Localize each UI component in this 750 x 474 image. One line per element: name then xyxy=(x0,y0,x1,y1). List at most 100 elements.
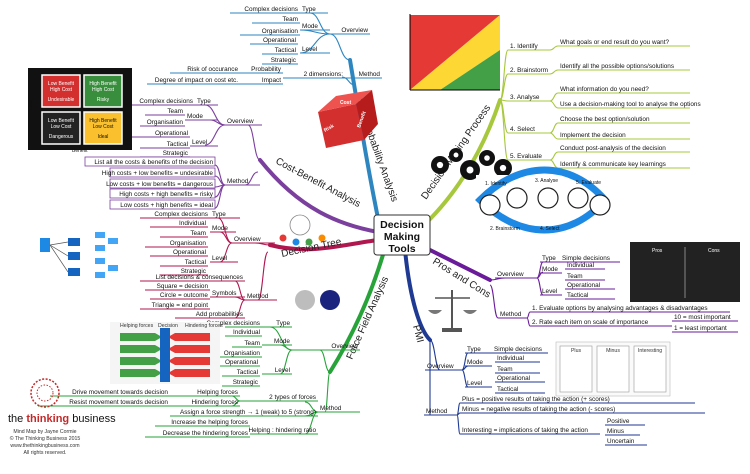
matrix-cell-1-line2: High Cost xyxy=(50,87,73,93)
tree-root-node xyxy=(40,238,50,252)
logo-line-1: Mind Map by Jayne Cormie xyxy=(13,429,76,435)
tree-edge xyxy=(49,241,69,246)
connector xyxy=(456,414,461,435)
dt-type: Type xyxy=(212,211,226,218)
connector xyxy=(257,251,269,301)
pc-method-evaluate: 1. Evaluate options by analysing advanta… xyxy=(532,305,708,312)
ff-level-operational: Operational xyxy=(225,359,258,366)
brainstorm-people-image xyxy=(279,214,326,246)
rp-level: Level xyxy=(302,46,317,53)
balance-scale-image xyxy=(428,290,477,332)
connector xyxy=(549,132,559,140)
rp-mode: Mode xyxy=(302,23,318,30)
matrix-cell-1 xyxy=(41,74,81,108)
force-field-image xyxy=(110,322,220,384)
cb-method-box-5 xyxy=(109,199,216,210)
pmi-type: Type xyxy=(467,346,481,353)
matrix-cell-1-tag: Undesirable xyxy=(48,97,75,103)
tree-edge xyxy=(49,244,69,273)
brain-logo-inner xyxy=(36,384,54,402)
cycle-label-evaluate: 5. Evaluate xyxy=(576,180,601,186)
gears-image xyxy=(431,148,512,180)
ff-helping: Helping forces xyxy=(197,389,238,396)
ff-mode: Mode xyxy=(274,338,290,345)
branch-risk-probability xyxy=(348,58,382,230)
cb-method-box-4 xyxy=(109,188,216,199)
hindering-arrow xyxy=(168,333,210,341)
dice-label-benefit: Benefit xyxy=(356,110,368,128)
dt-symbols: Symbols xyxy=(212,290,237,297)
connector xyxy=(549,45,559,51)
scale-pan-left xyxy=(428,310,442,314)
dice-face-side xyxy=(356,90,378,140)
dt-mode: Mode xyxy=(212,225,228,232)
connector xyxy=(279,349,293,375)
rp-type: Type xyxy=(302,6,316,13)
pros-cons-chalkboard-image xyxy=(630,242,740,302)
pc-mode-individual: Individual xyxy=(567,262,594,269)
pmi-level-tactical: Tactical xyxy=(497,386,518,393)
pmi-level-operational: Operational xyxy=(497,375,530,382)
helping-arrow xyxy=(120,357,162,365)
tree-edge xyxy=(49,244,69,257)
matrix-cell-4-line1: High Benefit xyxy=(89,118,117,124)
dp-step-4: 4. Select xyxy=(510,126,535,133)
cb-method: Method xyxy=(227,178,249,185)
matrix-cell-3-line2: Low Cost xyxy=(51,124,72,130)
tree-node xyxy=(68,252,80,260)
ff-image-hindering-label: Hindering forces xyxy=(185,323,223,329)
push-balls-image xyxy=(295,290,340,310)
cb-method-item-2: High costs + low benefits = undesirable xyxy=(102,170,214,177)
matrix-cell-2 xyxy=(83,74,123,108)
pc-method: Method xyxy=(500,311,522,318)
ff-mode-org: Organisation xyxy=(224,350,261,357)
pmi-overview: Overview xyxy=(427,363,454,370)
dp-step-5-item-2: Identify & communicate key learnings xyxy=(560,161,666,168)
tree-node xyxy=(68,268,80,276)
dice-face-front xyxy=(318,104,364,148)
gear-hole xyxy=(466,166,474,174)
pmi-card-2-label: Minus xyxy=(606,348,620,354)
rp-level-tactical: Tactical xyxy=(275,47,296,54)
matrix-cell-1-line1: Low Benefit xyxy=(48,81,75,87)
ff-type-item: Complex decisions xyxy=(206,320,260,327)
connector xyxy=(429,339,441,371)
connector xyxy=(526,311,531,319)
dp-step-2-item-1: Identify all the possible options/soluti… xyxy=(560,63,674,70)
rp-probability-item: Risk of occurance xyxy=(187,66,238,73)
ff-assign: Assign a force strength → 1 (weak) to 5 … xyxy=(180,409,316,416)
rp-mode-team: Team xyxy=(282,16,298,23)
cb-method-item-1: List all the costs & benefits of the dec… xyxy=(94,159,213,166)
tree-leaf xyxy=(108,265,118,271)
ff-two-types: 2 types of forces xyxy=(269,394,316,401)
connector xyxy=(309,12,331,35)
connector xyxy=(461,365,469,371)
center-title-line1: Decision xyxy=(380,219,424,231)
helping-arrow xyxy=(120,345,162,353)
dp-step-3-item-2: Use a decision-making tool to analyse th… xyxy=(560,101,701,108)
pmi-minus: Minus = negative results of taking the a… xyxy=(462,406,615,413)
rp-level-operational: Operational xyxy=(263,37,296,44)
ff-method: Method xyxy=(320,405,342,412)
pmi-method: Method xyxy=(426,408,448,415)
decision-tree-image xyxy=(40,232,118,278)
hindering-arrow xyxy=(168,357,210,365)
dt-overview: Overview xyxy=(234,236,261,243)
rp-impact-item: Degree of impact on cost etc. xyxy=(155,77,238,84)
dt-level-tactical: Tactical xyxy=(185,259,206,266)
pmi-interesting-minus: Minus xyxy=(607,428,624,435)
pmi-card xyxy=(596,345,630,393)
dt-level-strategic: Strategic xyxy=(181,268,207,275)
cycle-label-brainstorm: 2. Brainstorm xyxy=(490,226,520,232)
pc-level: Level xyxy=(542,288,557,295)
chalkboard-cons: Cons xyxy=(708,248,720,254)
connector xyxy=(499,73,509,101)
blue-ball xyxy=(320,290,340,310)
matrix-cell-4-tag: Ideal xyxy=(98,134,109,140)
connector xyxy=(499,99,509,161)
connector xyxy=(489,284,499,319)
dp-step-3-item-1: What information do you need? xyxy=(560,86,649,93)
pmi-card xyxy=(559,345,593,393)
connector xyxy=(549,151,559,161)
pc-scale-most: 10 = most important xyxy=(674,314,731,321)
